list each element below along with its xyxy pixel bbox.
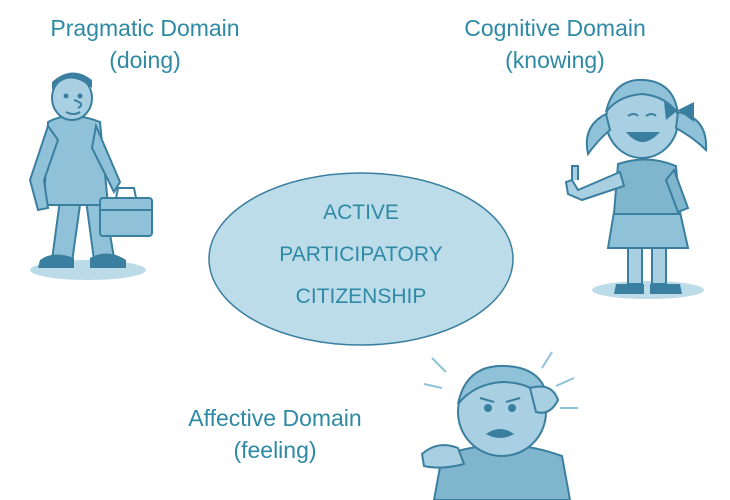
affective-domain-label: Affective Domain (feeling)	[150, 402, 400, 466]
central-concept-text: ACTIVE PARTICIPATORY CITIZENSHIP	[206, 192, 516, 318]
cognitive-domain-subtitle: (knowing)	[505, 47, 605, 73]
central-line-1: ACTIVE	[323, 201, 399, 224]
pragmatic-domain-title: Pragmatic Domain	[50, 15, 240, 41]
worker-with-toolbox-illustration	[28, 72, 153, 280]
affective-domain-subtitle: (feeling)	[233, 437, 317, 463]
pragmatic-domain-label: Pragmatic Domain (doing)	[20, 12, 270, 76]
central-line-3: CITIZENSHIP	[295, 285, 427, 308]
central-line-2: PARTICIPATORY	[279, 243, 443, 266]
pragmatic-domain-subtitle: (doing)	[109, 47, 181, 73]
affective-domain-title: Affective Domain	[188, 405, 362, 431]
central-ellipse	[208, 172, 514, 346]
girl-thinking-illustration	[564, 78, 708, 299]
anxious-boy-illustration	[420, 351, 578, 500]
cognitive-domain-label: Cognitive Domain (knowing)	[430, 12, 680, 76]
cognitive-domain-title: Cognitive Domain	[464, 15, 646, 41]
central-concept: ACTIVE PARTICIPATORY CITIZENSHIP	[206, 170, 516, 348]
